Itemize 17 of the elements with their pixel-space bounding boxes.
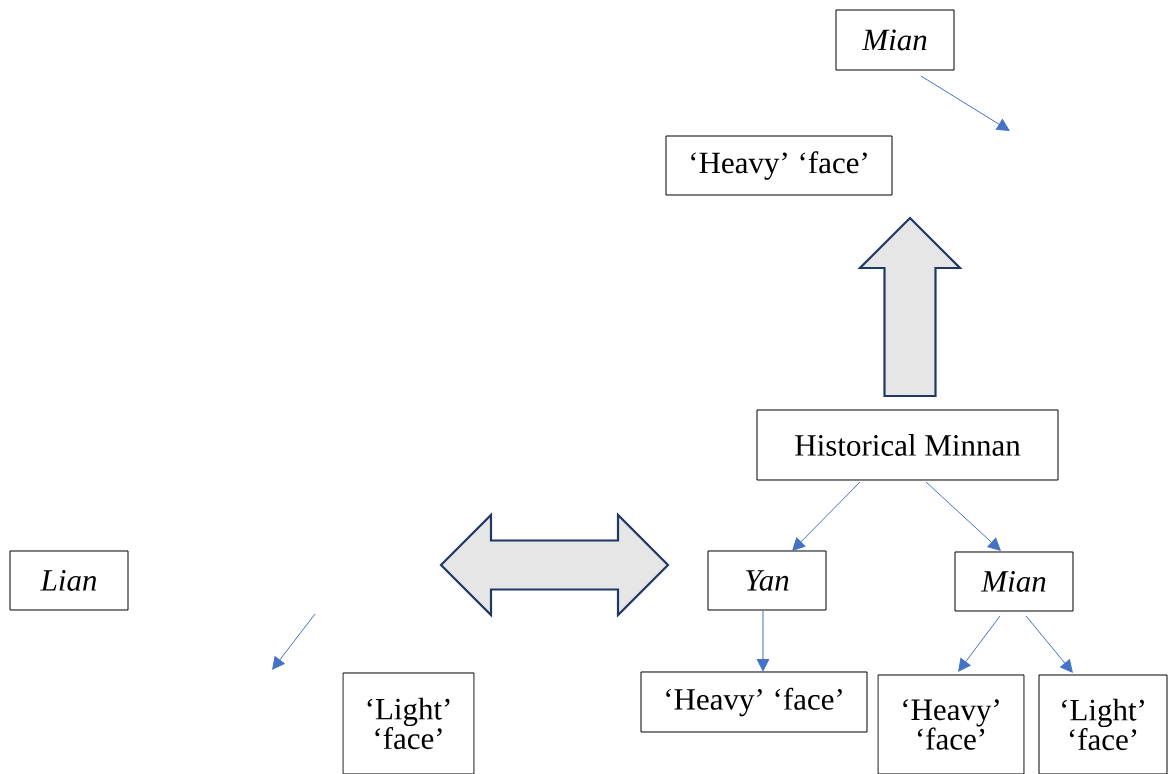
arrow (1025, 615, 1073, 673)
arrow (958, 615, 1001, 672)
arrow (920, 75, 1010, 131)
arrow (792, 481, 861, 551)
text-box: Mian (954, 551, 1074, 612)
text-box: ‘Heavy’ ‘face’ (640, 671, 868, 733)
arrow (925, 481, 1001, 551)
text-box: ‘Heavy’ ‘face’ (665, 135, 893, 196)
text-box: ‘Heavy’ ‘face’ (877, 674, 1025, 774)
text-box: ‘Light’ ‘face’ (342, 672, 475, 774)
block-arrow (857, 216, 963, 398)
text-box: Lian (9, 550, 129, 611)
text-box: Yan (707, 550, 827, 611)
text-box: Mian (835, 9, 955, 71)
arrow (756, 610, 770, 672)
text-box: Historical Minnan (756, 409, 1059, 481)
text-box: ‘Light’ ‘face’ (1038, 674, 1168, 774)
